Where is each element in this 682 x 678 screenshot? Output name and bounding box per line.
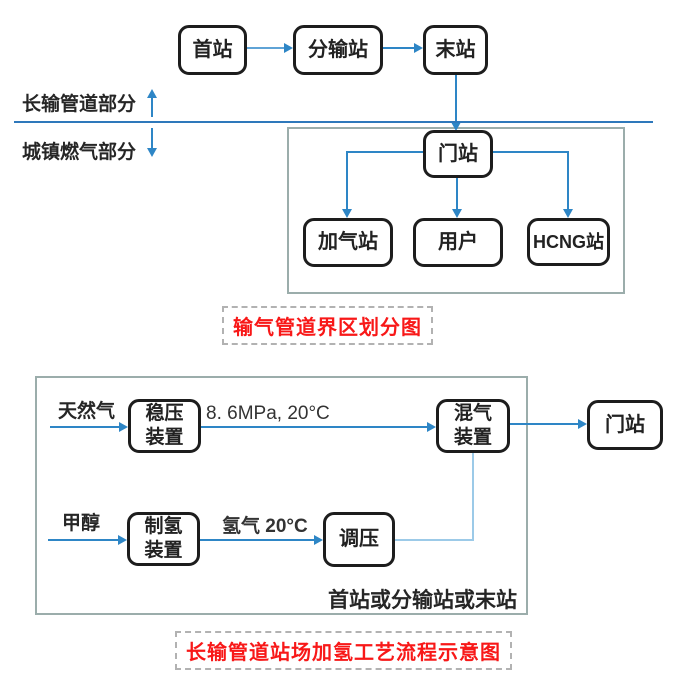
arrowhead-right-icon — [284, 43, 293, 53]
arrowhead-right-icon — [427, 422, 436, 432]
connector-first-to-distribution — [247, 47, 285, 49]
branch-to-hcng — [567, 151, 569, 209]
gate-branch-right — [493, 151, 569, 153]
label-long-distance-region: 长输管道部分 — [22, 94, 137, 115]
methanol-inlet-line — [48, 539, 119, 541]
label-city-gas-region: 城镇燃气部分 — [22, 142, 137, 163]
branch-to-refueling — [346, 151, 348, 209]
region-boundary-line — [14, 121, 653, 123]
node-hcng-station: HCNG站 — [527, 218, 610, 266]
process-diagram-caption: 长输管道站场加氢工艺流程示意图 — [175, 631, 512, 670]
arrowhead-up-icon — [147, 89, 157, 98]
arrowhead-down-icon — [342, 209, 352, 218]
arrowhead-right-icon — [578, 419, 587, 429]
label-station-scope: 首站或分输站或末站 — [328, 589, 517, 612]
node-pressure-regulator: 调压 — [323, 512, 395, 567]
node-hydrogen-plant: 制氢 装置 — [127, 512, 200, 566]
ng-inlet-line — [50, 426, 120, 428]
arrowhead-down-icon — [451, 122, 461, 131]
regulator-to-mixer-vertical — [472, 453, 474, 541]
arrowhead-right-icon — [119, 422, 128, 432]
node-distribution-station: 分输站 — [293, 25, 383, 75]
label-methanol: 甲醇 — [62, 513, 101, 534]
regulator-to-mixer-horizontal — [395, 539, 474, 541]
arrowhead-down-icon — [563, 209, 573, 218]
ng-to-mixer-line — [201, 426, 428, 428]
arrowhead-right-icon — [414, 43, 423, 53]
node-gas-mixer: 混气 装置 — [436, 399, 510, 453]
label-h2-condition: 氢气 20°C — [222, 516, 308, 537]
label-ng-condition: 8. 6MPa, 20°C — [206, 403, 330, 424]
region-up-arrow-line — [151, 97, 153, 117]
connector-distribution-to-terminal — [383, 47, 415, 49]
gate-branch-left — [347, 151, 423, 153]
label-natural-gas: 天然气 — [58, 401, 116, 422]
node-gate-station-outlet: 门站 — [587, 400, 663, 450]
node-terminal-station: 末站 — [423, 25, 488, 75]
node-pressure-stabilizer: 稳压 装置 — [128, 399, 201, 453]
branch-to-users — [456, 178, 458, 209]
node-users: 用户 — [413, 218, 503, 267]
node-gate-station: 门站 — [423, 130, 493, 178]
node-first-station: 首站 — [178, 25, 247, 75]
mixer-to-gate-line — [510, 423, 579, 425]
arrowhead-right-icon — [118, 535, 127, 545]
h2-to-regulator-line — [200, 539, 315, 541]
zone-diagram-caption: 输气管道界区划分图 — [222, 306, 433, 345]
arrowhead-right-icon — [314, 535, 323, 545]
arrowhead-down-icon — [147, 148, 157, 157]
region-down-arrow-line — [151, 128, 153, 148]
connector-terminal-to-gate — [455, 75, 457, 122]
arrowhead-down-icon — [452, 209, 462, 218]
node-refueling-station: 加气站 — [303, 218, 393, 267]
station-process-container — [35, 376, 528, 615]
